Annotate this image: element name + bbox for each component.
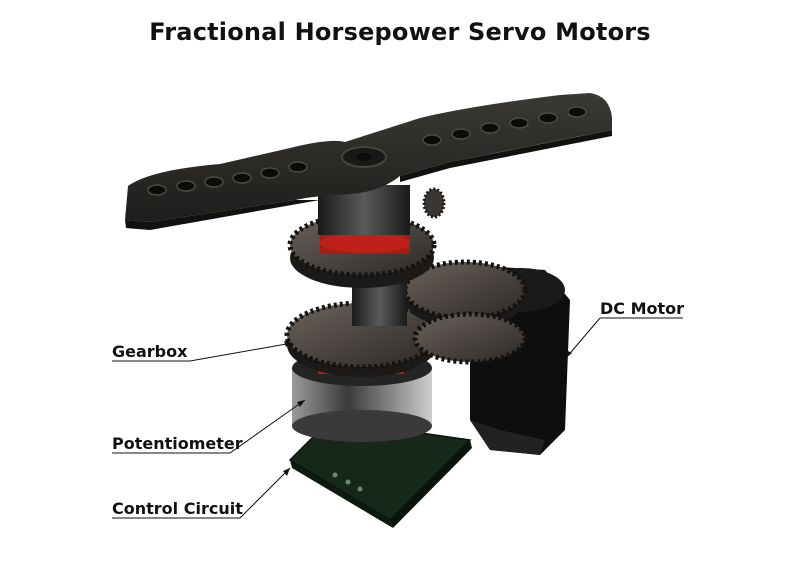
leader-arrowheads (283, 341, 572, 476)
output-shaft (318, 185, 446, 235)
control-circuit-label: Control Circuit (112, 499, 243, 518)
dc-motor-leader (565, 317, 683, 359)
gearbox-right-gear (402, 259, 528, 365)
gearbox-label: Gearbox (112, 342, 188, 361)
potentiometer-label: Potentiometer (112, 434, 243, 453)
servo-horn (125, 93, 612, 230)
dc-motor-label: DC Motor (600, 299, 685, 318)
diagram-title: Fractional Horsepower Servo Motors (149, 18, 651, 46)
control-circuit-board (288, 419, 472, 528)
label-underlines (112, 317, 683, 519)
